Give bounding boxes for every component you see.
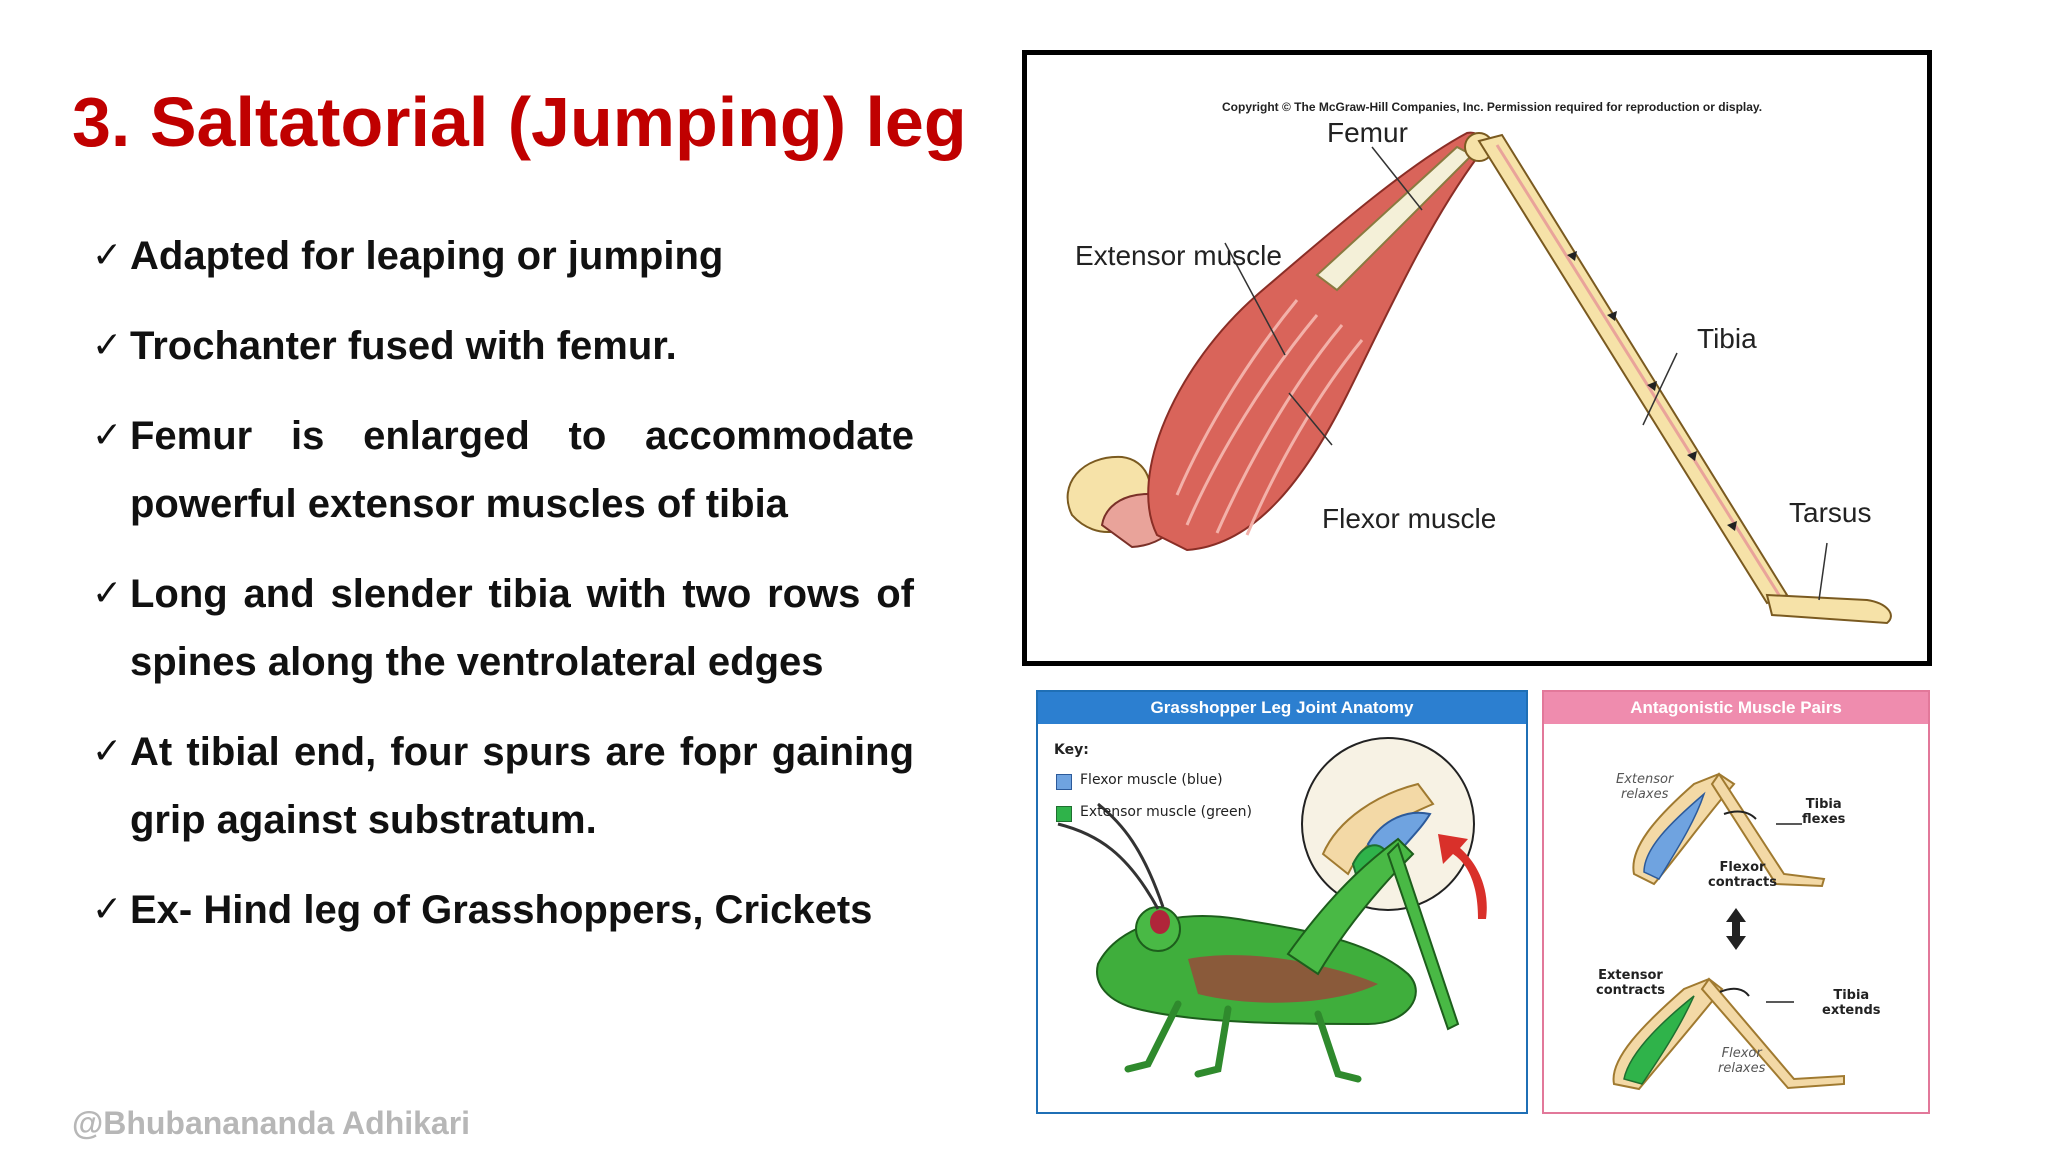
extensor-swatch xyxy=(1056,806,1072,822)
label-flexor-muscle: Flexor muscle xyxy=(1322,503,1497,534)
muscle-pairs-illustration xyxy=(1612,772,1845,1091)
bullet-item: ✓ Femur is enlarged to accommodate power… xyxy=(92,402,914,538)
label-tibia: Tibia xyxy=(1697,323,1757,354)
bullet-line: powerful extensor muscles of tibia xyxy=(130,482,788,526)
bottom-extend-arrow xyxy=(1719,987,1750,997)
bullet-line: spines along the ventrolateral edges xyxy=(130,640,824,684)
top-extensor-label: Extensor relaxes xyxy=(1616,772,1673,802)
label-femur: Femur xyxy=(1327,117,1408,148)
label-line: Tibia xyxy=(1833,988,1870,1003)
bottom-extensor-label: Extensor contracts xyxy=(1596,968,1665,998)
label-line: relaxes xyxy=(1620,787,1669,802)
bottom-tibia-label: Tibia extends xyxy=(1822,988,1881,1018)
label-line: Extensor xyxy=(1616,772,1674,787)
extensor-leader xyxy=(1224,242,1286,356)
muscle-striations xyxy=(1175,299,1364,536)
label-tarsus: Tarsus xyxy=(1789,497,1872,528)
panel-heading: Grasshopper Leg Joint Anatomy xyxy=(1038,692,1526,724)
bullet-list: ✓ Adapted for leaping or jumping ✓ Troch… xyxy=(92,222,914,966)
top-flexor-label: Flexor contracts xyxy=(1708,860,1777,890)
label-line: contracts xyxy=(1596,983,1665,998)
tibia-muscle-line xyxy=(1495,144,1781,596)
zoom-arrow-icon xyxy=(1438,834,1487,919)
label-extensor-muscle: Extensor muscle xyxy=(1075,240,1282,271)
bullet-line: Femur is enlarged to accommodate xyxy=(130,414,914,458)
check-icon: ✓ xyxy=(92,235,123,276)
bullet-text: Adapted for leaping or jumping xyxy=(130,222,914,290)
bullet-line: At tibial end, four spurs are fopr gaini… xyxy=(130,730,914,774)
label-line: extends xyxy=(1822,1003,1881,1018)
bullet-item: ✓ Long and slender tibia with two rows o… xyxy=(92,560,914,696)
label-line: relaxes xyxy=(1718,1061,1766,1076)
slide-title: 3. Saltatorial (Jumping) leg xyxy=(72,83,967,161)
check-icon: ✓ xyxy=(92,573,123,614)
bottom-tibia xyxy=(1700,977,1845,1090)
top-flex-arrow xyxy=(1723,810,1757,820)
bottom-extensor xyxy=(1623,995,1695,1085)
double-arrow-icon xyxy=(1726,908,1746,950)
bullet-item: ✓ Ex- Hind leg of Grasshoppers, Crickets xyxy=(92,876,914,944)
grasshopper-eye xyxy=(1150,910,1170,934)
grasshopper-legs xyxy=(1124,1000,1362,1083)
bullet-text: At tibial end, four spurs are fopr gaini… xyxy=(130,718,914,854)
label-line: Flexor xyxy=(1719,860,1766,875)
grasshopper-hind-femur xyxy=(1286,837,1415,976)
bullet-text: Femur is enlarged to accommodate powerfu… xyxy=(130,402,914,538)
check-icon: ✓ xyxy=(92,889,123,930)
label-line: contracts xyxy=(1708,875,1777,890)
bullet-item: ✓ Trochanter fused with femur. xyxy=(92,312,914,380)
label-line: Tibia xyxy=(1805,797,1842,812)
check-icon: ✓ xyxy=(92,731,123,772)
label-line: Flexor xyxy=(1721,1046,1762,1061)
check-icon: ✓ xyxy=(92,415,123,456)
bullet-line: Long and slender tibia with two rows of xyxy=(130,572,914,616)
check-icon: ✓ xyxy=(92,325,123,366)
panel-heading: Antagonistic Muscle Pairs xyxy=(1544,692,1928,724)
flexor-swatch xyxy=(1056,774,1072,790)
bullet-text: Trochanter fused with femur. xyxy=(130,312,914,380)
bullet-text: Ex- Hind leg of Grasshoppers, Crickets xyxy=(130,876,914,944)
leg-illustration xyxy=(1066,131,1892,625)
label-line: Extensor xyxy=(1598,968,1663,983)
bullet-line: Ex- Hind leg of Grasshoppers, Crickets xyxy=(130,888,873,932)
bullet-item: ✓ Adapted for leaping or jumping xyxy=(92,222,914,290)
copyright-notice: Copyright © The McGraw-Hill Companies, I… xyxy=(1222,100,1763,114)
bullet-line: Trochanter fused with femur. xyxy=(130,324,677,368)
key-item-extensor: Extensor muscle (green) xyxy=(1080,804,1252,820)
label-line: flexes xyxy=(1802,812,1846,827)
tibia-leader xyxy=(1642,352,1678,426)
tarsus-leader xyxy=(1818,542,1828,601)
joint-anatomy-panel: Grasshopper Leg Joint Anatomy Key: Flexo… xyxy=(1036,690,1528,1114)
key-item-flexor: Flexor muscle (blue) xyxy=(1080,772,1223,788)
tarsus-shape xyxy=(1765,593,1892,625)
top-flexor xyxy=(1643,791,1706,880)
bottom-flexor-label: Flexor relaxes xyxy=(1718,1046,1765,1076)
femur-leader xyxy=(1371,146,1423,211)
grasshopper-illustration xyxy=(1057,737,1487,1083)
bullet-text: Long and slender tibia with two rows of … xyxy=(130,560,914,696)
bullet-line: grip against substratum. xyxy=(130,798,597,842)
bullet-line: Adapted for leaping or jumping xyxy=(130,234,724,278)
leg-anatomy-figure: Copyright © The McGraw-Hill Companies, I… xyxy=(1022,50,1932,666)
muscle-pairs-panel: Antagonistic Muscle Pairs Extensor relax… xyxy=(1542,690,1930,1114)
top-tibia-label: Tibia flexes xyxy=(1802,797,1845,827)
top-tibia xyxy=(1710,772,1826,888)
key-title: Key: xyxy=(1054,742,1089,758)
flexor-leader xyxy=(1288,392,1333,446)
author-watermark: @Bhubanananda Adhikari xyxy=(72,1105,471,1141)
grasshopper-antennae xyxy=(1057,802,1165,910)
grasshopper-wing xyxy=(1188,955,1378,1003)
grasshopper-hind-tibia xyxy=(1386,842,1460,1031)
bullet-item: ✓ At tibial end, four spurs are fopr gai… xyxy=(92,718,914,854)
